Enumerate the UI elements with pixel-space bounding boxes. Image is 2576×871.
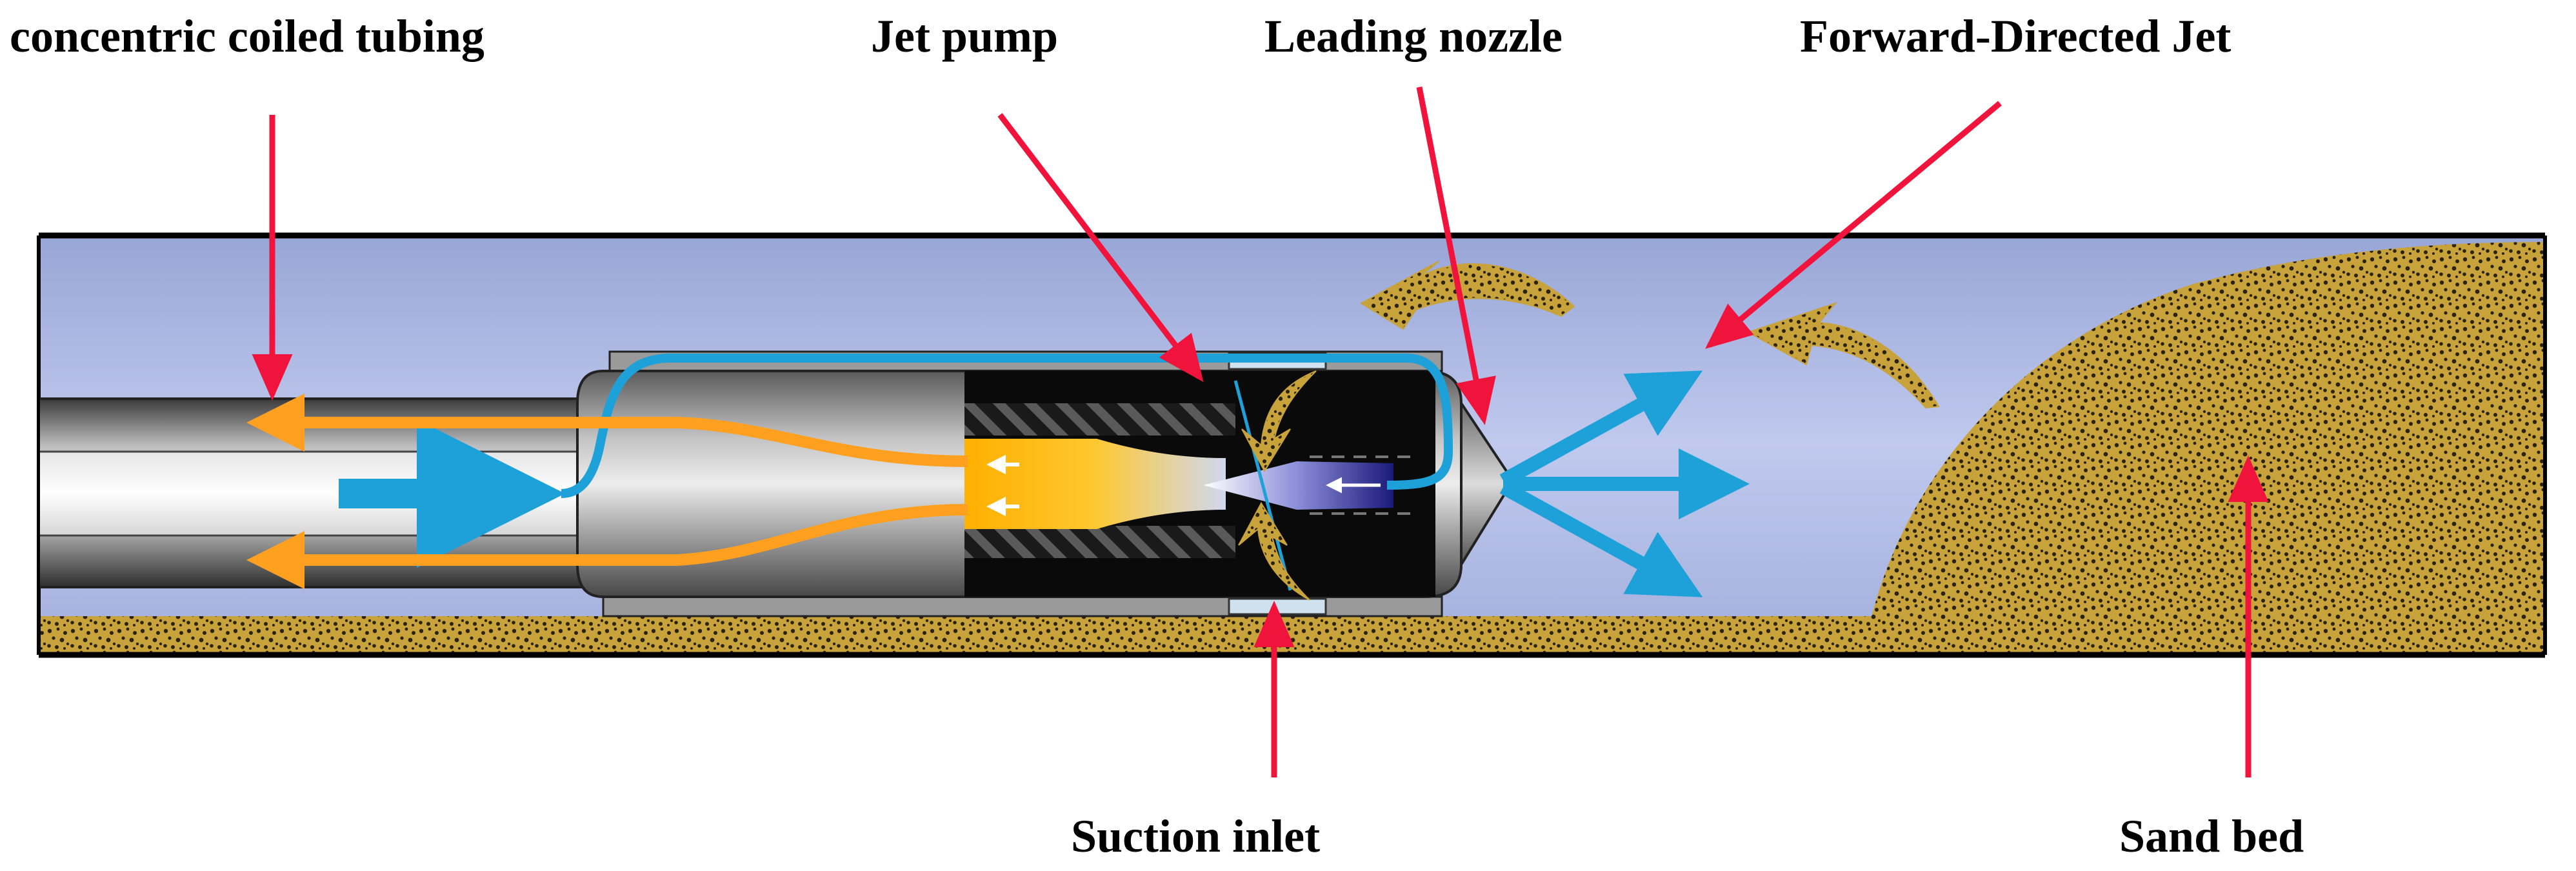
return-flow — [246, 394, 968, 589]
forward-jet-upper — [1499, 370, 1703, 487]
pointer-forward-jet — [1705, 101, 2002, 349]
label-forward-jet: Forward-Directed Jet — [1800, 10, 2231, 62]
label-suction-inlet: Suction inlet — [1071, 810, 1320, 862]
curved-sand-arrow-icon — [1241, 370, 1317, 473]
sand-swirls — [1238, 261, 1940, 601]
throat-hatch-top — [964, 403, 1235, 436]
return-flow-lower — [246, 504, 968, 589]
sand-bed — [1871, 242, 2545, 655]
labels: concentric coiled tubing Jet pump Leadin… — [10, 10, 2304, 862]
return-flow-upper — [246, 394, 968, 467]
label-pointers — [252, 86, 2269, 777]
label-coiled-tubing: concentric coiled tubing — [10, 10, 484, 62]
suction-slot-bottom — [1228, 597, 1327, 616]
throat-hatch-bottom — [964, 526, 1235, 558]
label-jet-pump: Jet pump — [871, 10, 1058, 62]
diffuser-mixing-zone — [964, 439, 1226, 529]
power-fluid-flow — [339, 354, 1750, 597]
label-leading-nozzle: Leading nozzle — [1264, 10, 1563, 62]
forward-jet-lower — [1499, 481, 1703, 597]
power-nozzle — [1203, 461, 1393, 510]
leading-nozzle-cone — [1460, 399, 1515, 570]
power-fluid-loop — [561, 354, 1453, 498]
label-sand-bed: Sand bed — [2119, 810, 2304, 862]
pointer-jet-pump — [997, 113, 1204, 383]
pointer-leading-nozzle — [1416, 86, 1496, 425]
curved-sand-arrow-icon — [1238, 501, 1310, 601]
curved-sand-arrow-icon — [1360, 261, 1575, 330]
jet-pump-tool — [576, 350, 1515, 617]
